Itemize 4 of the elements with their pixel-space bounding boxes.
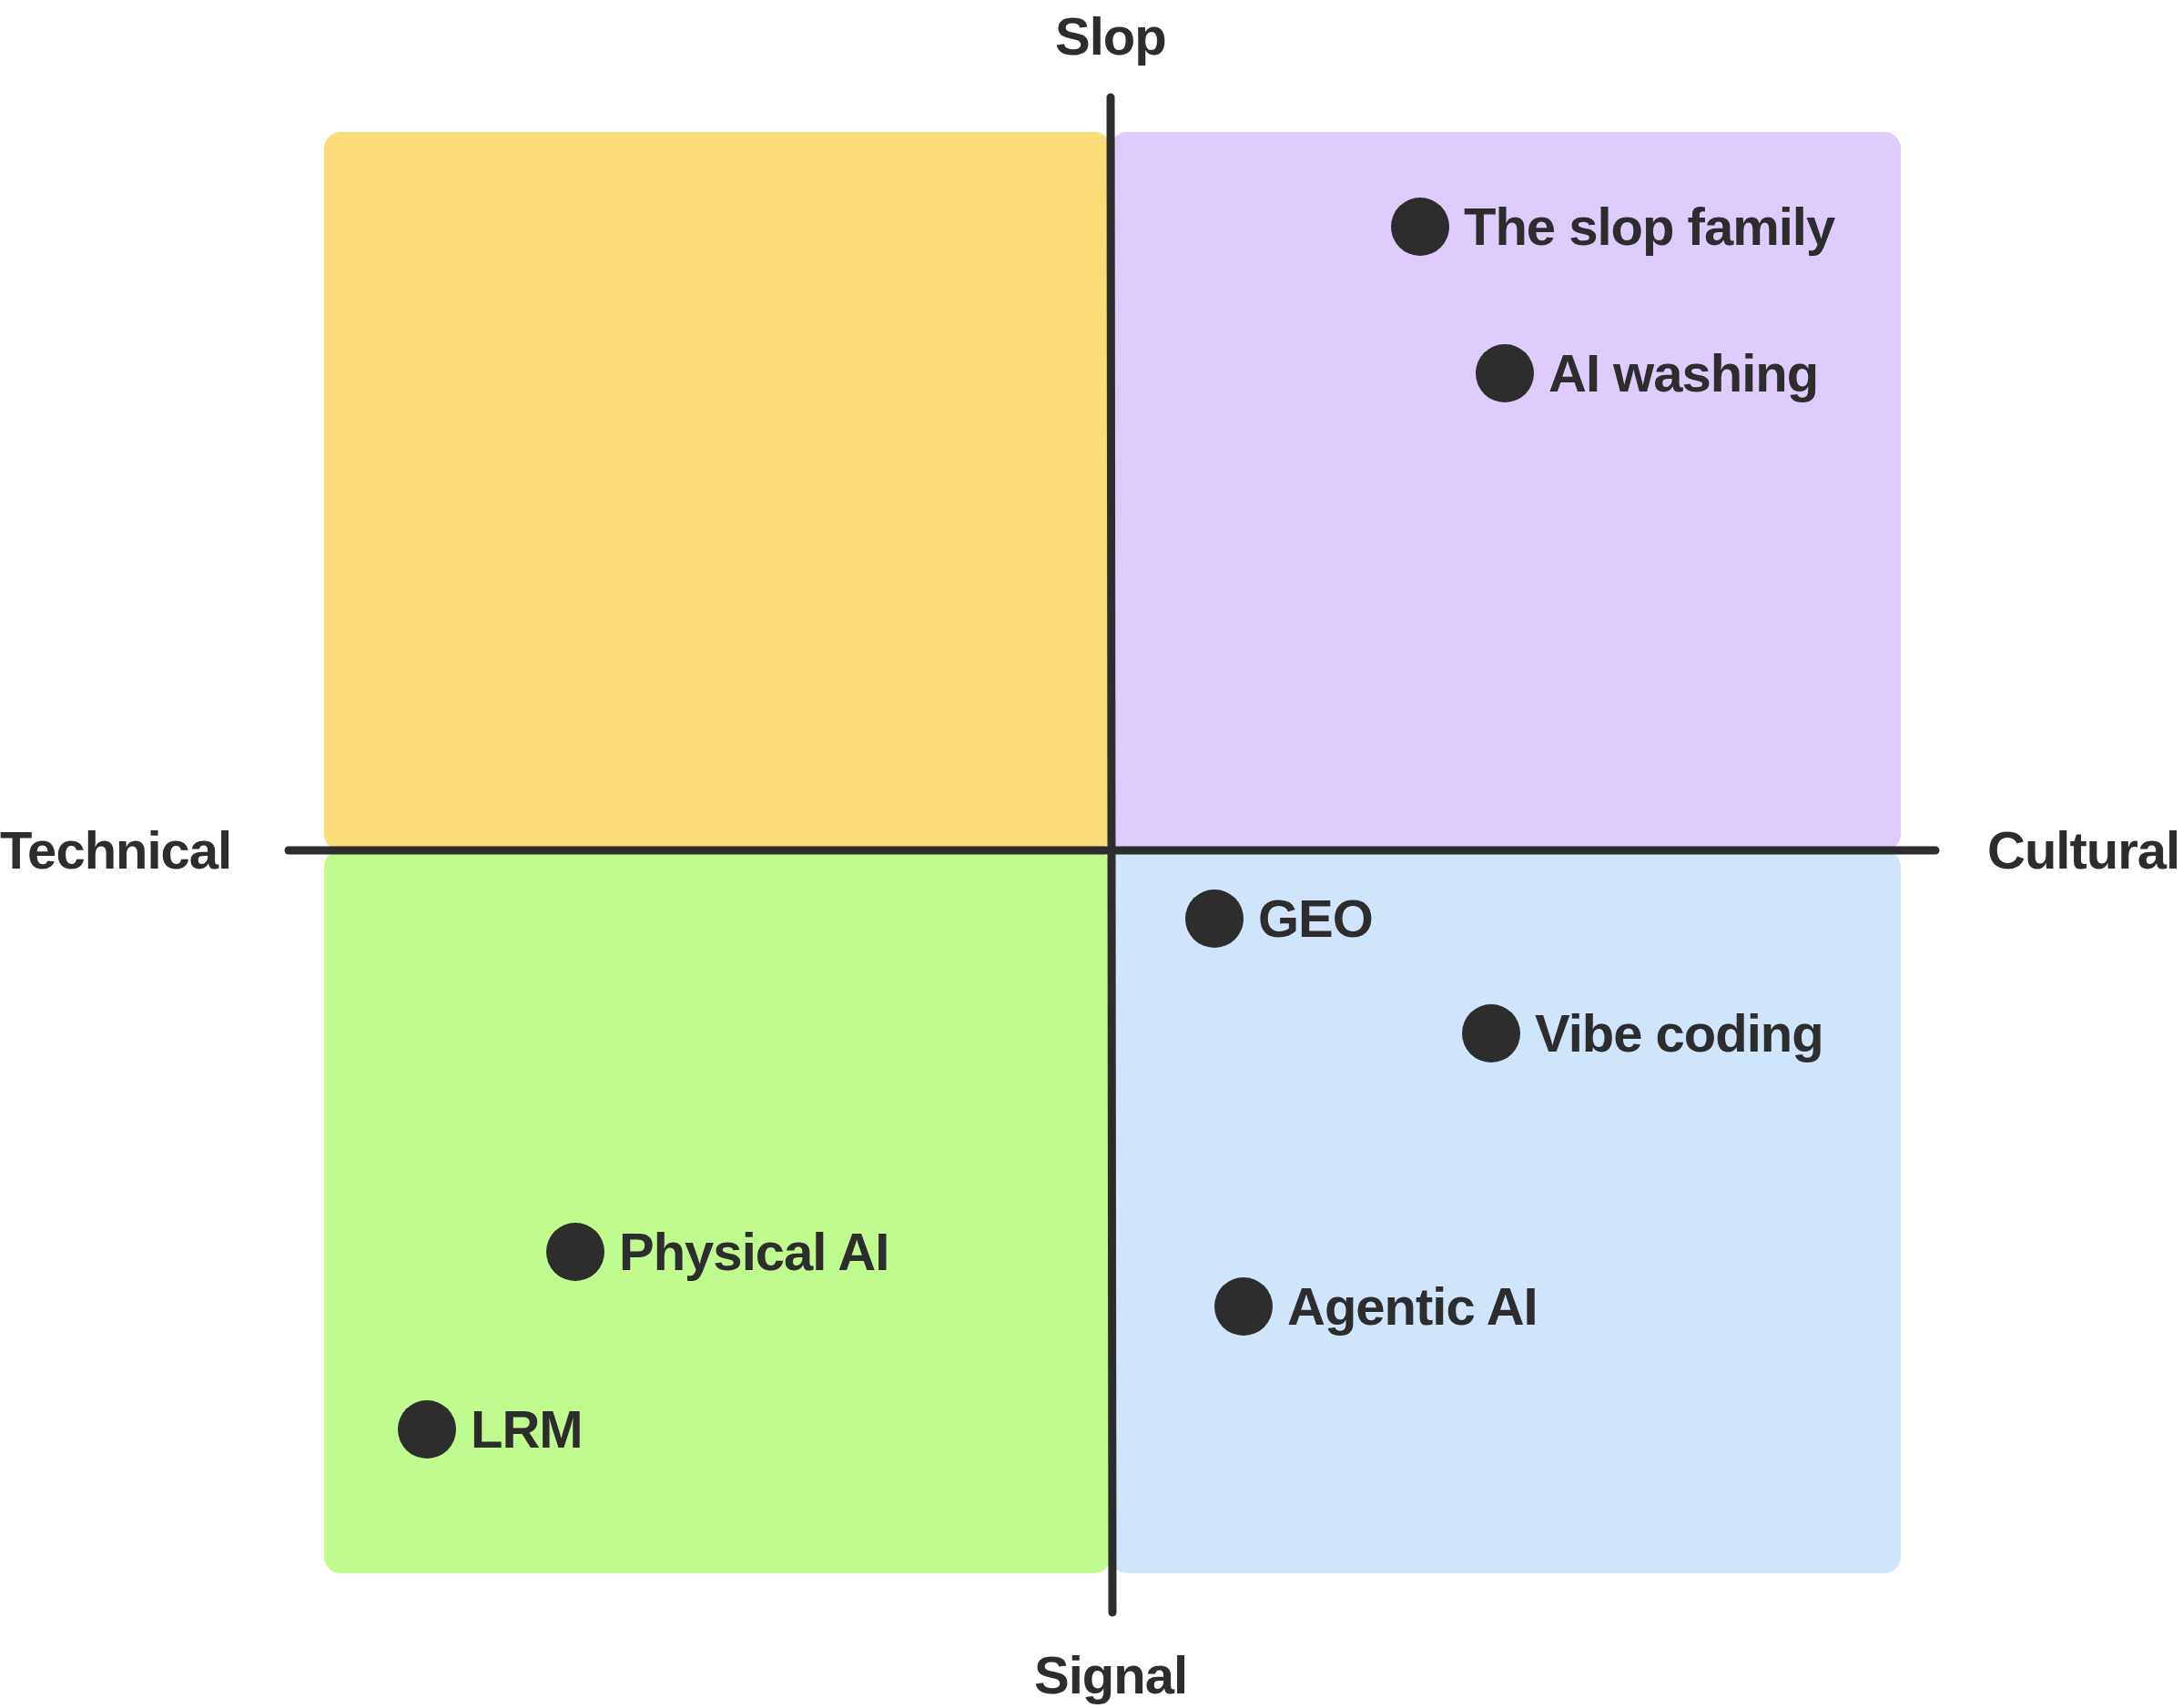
point-label: GEO — [1258, 892, 1373, 945]
point-label: LRM — [471, 1403, 583, 1456]
axis-label: Cultural — [1987, 824, 2180, 877]
axis-label: Technical — [0, 824, 232, 877]
